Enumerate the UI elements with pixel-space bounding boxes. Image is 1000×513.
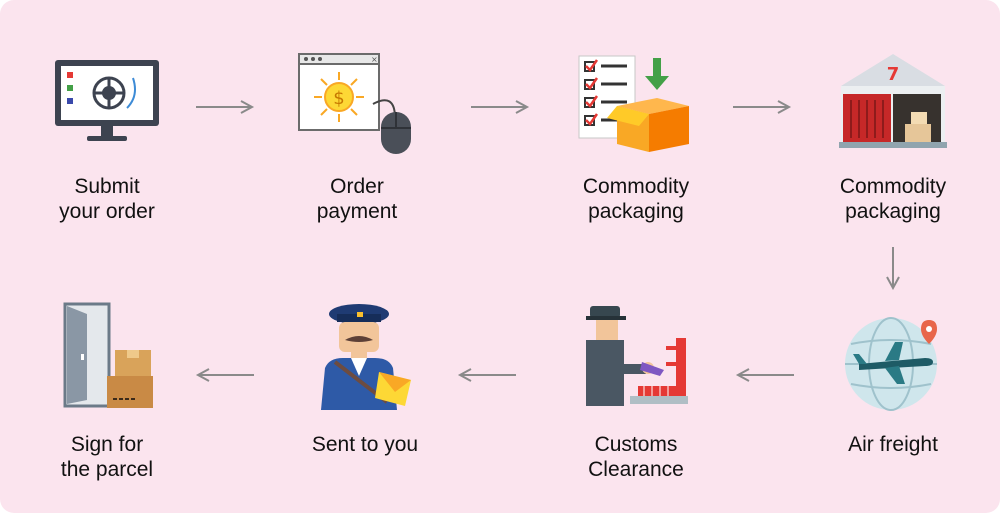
step-label-line1: Commodity	[793, 174, 993, 199]
postman-icon	[315, 302, 415, 410]
step-label-line1: Customs	[536, 432, 736, 457]
arrow-right-icon	[470, 98, 530, 116]
step-label-line1: Order	[257, 174, 457, 199]
step-label-line1: Air freight	[793, 432, 993, 457]
step-label-line2: packaging	[793, 199, 993, 224]
svg-text:×: ×	[371, 55, 378, 64]
step-label-line2: Clearance	[536, 457, 736, 482]
step-label-line1: Sent to you	[265, 432, 465, 457]
step-label-line1: Submit	[7, 174, 207, 199]
svg-text:7: 7	[887, 64, 900, 85]
warehouse-icon: 7	[839, 52, 947, 152]
checklist-box-icon	[577, 54, 695, 154]
step-label-line2: packaging	[536, 199, 736, 224]
computer-monitor-icon	[53, 58, 161, 144]
step-label-line2: your order	[7, 199, 207, 224]
customs-officer-icon	[584, 304, 688, 408]
step-label-line1: Commodity	[536, 174, 736, 199]
door-parcel-icon	[57, 302, 157, 410]
step-label-line2: payment	[257, 199, 457, 224]
svg-text:$: $	[333, 88, 344, 109]
payment-browser-icon: × $	[297, 52, 417, 156]
step-label-line1: Sign for	[7, 432, 207, 457]
arrow-left-icon	[457, 366, 517, 384]
arrow-down-icon	[883, 246, 903, 290]
arrow-right-icon	[195, 98, 255, 116]
arrow-right-icon	[732, 98, 792, 116]
airplane-globe-icon	[841, 314, 945, 414]
arrow-left-icon	[735, 366, 795, 384]
step-label-line2: the parcel	[7, 457, 207, 482]
arrow-left-icon	[195, 366, 255, 384]
